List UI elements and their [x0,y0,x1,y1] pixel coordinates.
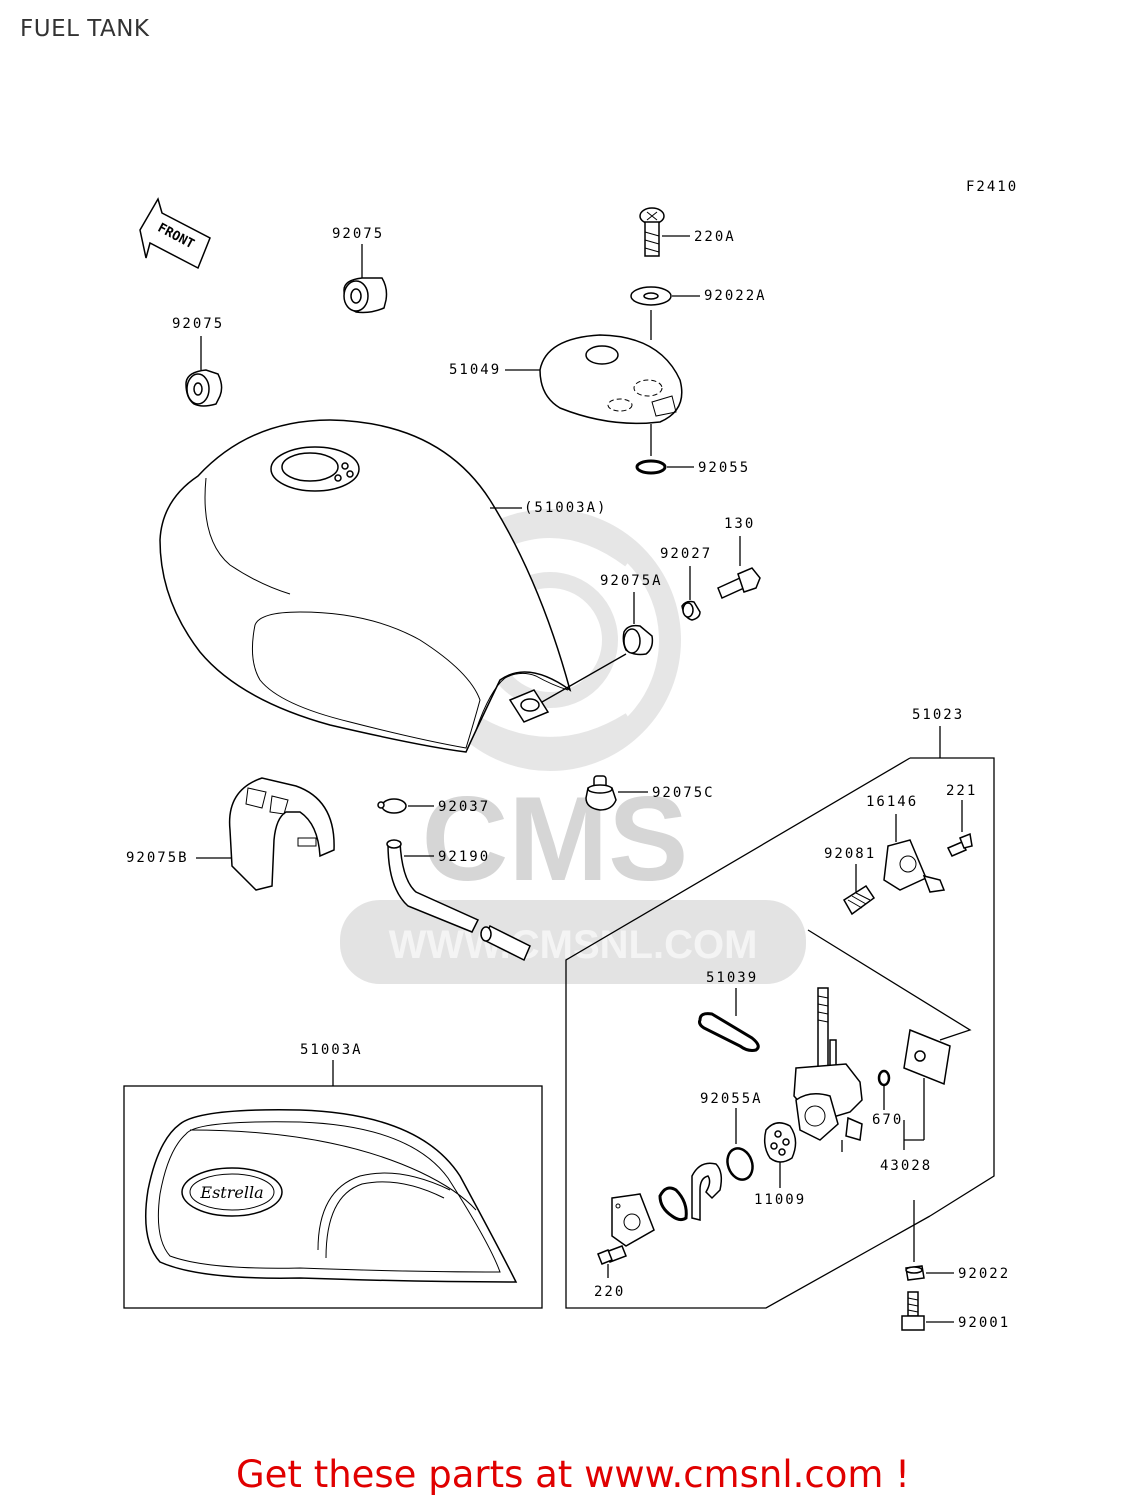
washer-92022 [905,1200,954,1281]
label-92037: 92037 [438,799,490,815]
washer-92022A [630,286,700,340]
label-92022: 92022 [958,1266,1010,1282]
label-51039: 51039 [706,970,758,986]
gasket-plate [611,1193,655,1247]
footer-promo-link[interactable]: Get these parts at www.cmsnl.com ! [235,1453,910,1496]
bolt-92001 [901,1291,954,1331]
label-92075C: 92075C [652,785,715,801]
label-51023: 51023 [912,707,964,723]
label-92075-top: 92075 [332,226,384,242]
filter-11009 [763,1122,797,1188]
oring-92055 [635,459,694,475]
figure-code: F2410 [966,179,1018,195]
bracket-92075B [196,777,335,891]
tank-badge-logo: Estrella [199,1183,263,1202]
label-130: 130 [724,516,755,532]
label-51003A-paren: (51003A) [524,500,607,516]
diaphragm-cover-16146 [883,814,946,893]
tank-decal-inset-51003A: Estrella [123,1060,543,1309]
clamp-92037 [377,798,434,814]
gasket-51039 [698,988,760,1052]
bolt-220A [639,207,690,257]
oring-92055A [726,1108,754,1181]
rubber-92075-top [343,244,388,314]
label-51049: 51049 [449,362,501,378]
hose-92190 [386,839,531,962]
label-92055A: 92055A [700,1091,763,1107]
leader-92081-group [807,929,972,1041]
oring-670 [877,1069,891,1110]
fuel-cock-body [793,987,863,1152]
label-92075-left: 92075 [172,316,224,332]
cap-cover-51049 [505,334,683,456]
grommet-92075A [541,592,654,703]
plate-43028 [903,1028,951,1150]
label-92001: 92001 [958,1315,1010,1331]
screw-220 [597,1245,627,1278]
damper-92075C [585,775,648,811]
rubber-92075-left [185,336,223,407]
screw-221 [946,800,973,857]
page-title: FUEL TANK [20,16,150,42]
fuel-cock-assembly-box [565,726,995,1309]
label-92055: 92055 [698,460,750,476]
fuel-tank-51003A [159,419,572,753]
label-16146: 16146 [866,794,918,810]
label-92027: 92027 [660,546,712,562]
label-51003A: 51003A [300,1042,363,1058]
watermark-brand: CMS [422,772,689,906]
label-11009: 11009 [754,1192,806,1208]
label-92075A: 92075A [600,573,663,589]
label-92190: 92190 [438,849,490,865]
watermark-url: WWW.CMSNL.COM [389,923,758,967]
label-43028: 43028 [880,1158,932,1174]
label-220: 220 [594,1284,625,1300]
lever [691,1162,723,1221]
seal-ring [658,1186,688,1222]
label-221: 221 [946,783,977,799]
label-220A: 220A [694,229,736,245]
label-92075B: 92075B [126,850,189,866]
spring-92081 [842,864,876,916]
bolt-130 [717,536,761,600]
front-arrow: FRONT [139,197,211,270]
label-92022A: 92022A [704,288,767,304]
label-670: 670 [872,1112,903,1128]
label-92081: 92081 [824,846,876,862]
collar-92027 [681,566,701,621]
